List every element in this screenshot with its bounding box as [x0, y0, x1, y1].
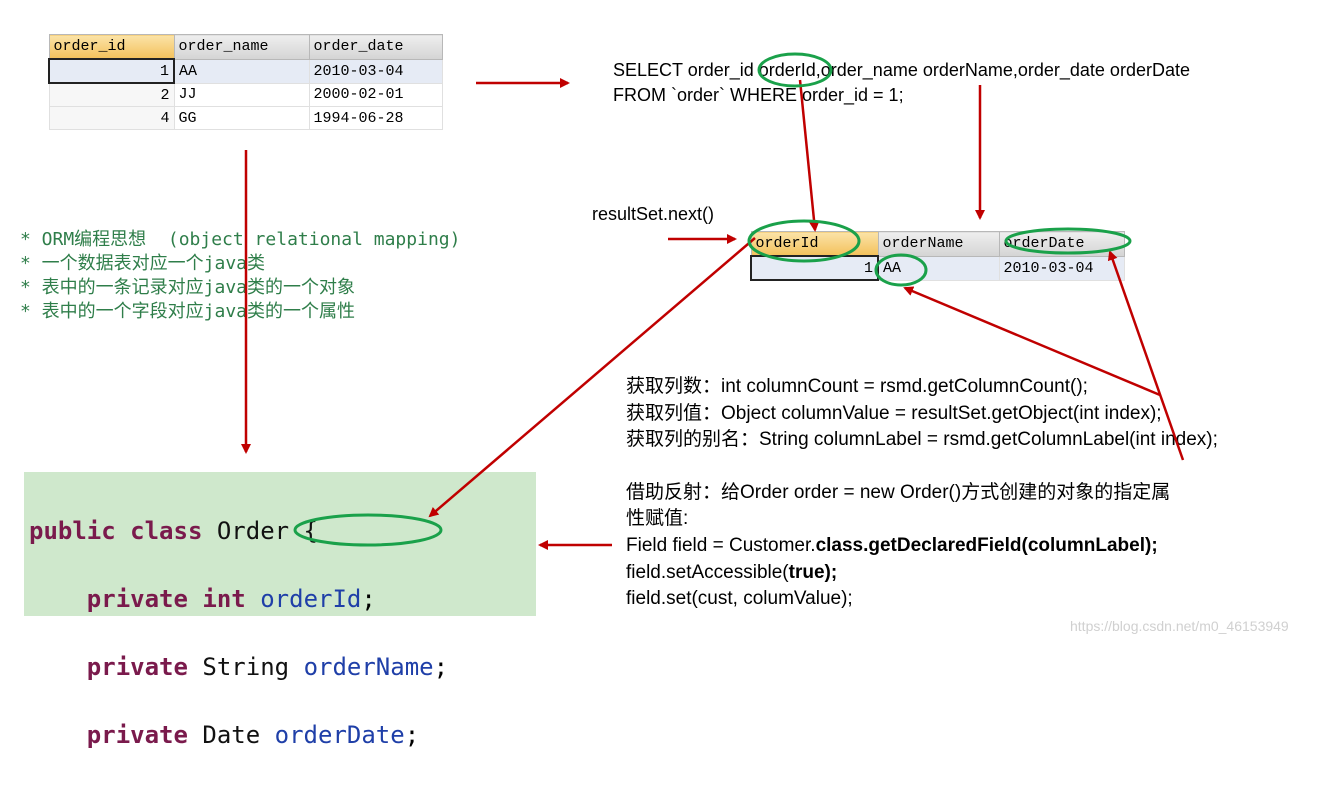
annotation-overlay	[241, 52, 1185, 550]
column-header[interactable]: orderName	[877, 231, 1000, 257]
note-line: * ORM编程思想 (object relational mapping)	[20, 229, 461, 250]
code-semicolon: ;	[433, 653, 449, 681]
desc-line: 性赋值:	[626, 508, 689, 530]
table-row[interactable]: 1 AA 2010-03-04	[48, 58, 443, 84]
arrow-get-label	[1107, 250, 1185, 461]
code-semicolon: ;	[361, 585, 376, 613]
arrow-get-value	[903, 286, 1161, 397]
desc-text-bold: class.getDeclaredField(columnLabel);	[815, 534, 1158, 556]
code-keyword: private	[86, 653, 188, 681]
highlight-value-aa	[874, 253, 928, 287]
sql-query: SELECT order_id orderId,order_name order…	[613, 58, 1190, 108]
desc-text-bold: true);	[788, 561, 838, 583]
table-row[interactable]: 4 GG 1994-06-28	[48, 106, 443, 130]
desc-line: field.setAccessible(true);	[626, 560, 1218, 587]
code-field: orderName	[303, 653, 434, 681]
sql-line: FROM `order` WHERE order_id = 1;	[613, 85, 904, 105]
arrow-alias-orderid	[798, 79, 820, 232]
table-cell[interactable]: GG	[173, 106, 310, 130]
table-cell[interactable]: AA	[173, 58, 310, 84]
code-keyword: private	[86, 721, 188, 749]
code-line: private int orderId;	[29, 582, 531, 616]
watermark: https://blog.csdn.net/m0_46153949	[1070, 618, 1289, 634]
desc-text: field.setAccessible(	[626, 561, 789, 583]
table-cell[interactable]: 2	[48, 82, 175, 107]
highlight-orderid-field	[293, 513, 443, 547]
code-semicolon: ;	[404, 721, 420, 749]
code-type: String	[202, 653, 290, 681]
table-cell[interactable]: 1	[48, 58, 175, 84]
code-line: private Date orderDate;	[29, 718, 531, 752]
result-set-label: resultSet.next()	[592, 204, 715, 224]
code-keyword: public	[29, 517, 116, 545]
desc-line: 获取列数：int columnCount = rsmd.getColumnCou…	[626, 376, 1088, 397]
table-row[interactable]: 2 JJ 2000-02-01	[48, 82, 443, 107]
code-field: orderDate	[274, 721, 405, 749]
desc-line: 借助反射：给Order order = new Order()方式创建的对象的指…	[626, 481, 1171, 503]
desc-line: 获取列的别名：String columnLabel = rsmd.getColu…	[626, 429, 1218, 451]
table-cell[interactable]: 4	[48, 106, 175, 130]
highlight-orderid-header	[747, 219, 861, 263]
table-cell[interactable]: 1994-06-28	[308, 106, 443, 130]
note-line: * 表中的一条记录对应java类的一个对象	[20, 277, 356, 298]
table-cell[interactable]: 2000-02-01	[308, 82, 443, 107]
code-line: public class Order {	[29, 514, 531, 548]
code-type: int	[202, 585, 246, 613]
table-row[interactable]: 1 AA 2010-03-04	[750, 255, 1125, 281]
orm-notes: * ORM编程思想 (object relational mapping) * …	[20, 228, 460, 324]
table-cell[interactable]: 2010-03-04	[308, 58, 443, 84]
note-line: * 表中的一个字段对应java类的一个属性	[20, 301, 356, 322]
desc-line: field.set(cust, columValue);	[626, 588, 853, 610]
desc-line: Field field = Customer.class.getDeclared…	[626, 533, 1218, 560]
highlight-orderdate-header	[1004, 227, 1132, 255]
arrow-column-to-field	[428, 237, 756, 518]
column-header[interactable]: order_id	[48, 34, 175, 60]
desc-text: Field field = Customer.	[626, 534, 816, 556]
sql-line: SELECT order_id orderId,order_name order…	[613, 60, 1190, 80]
code-keyword: class	[130, 517, 203, 545]
code-line: private String orderName;	[29, 650, 531, 684]
note-line: * 一个数据表对应一个java类	[20, 253, 266, 274]
code-field: orderId	[260, 585, 362, 613]
desc-line: 获取列值：Object columnValue = resultSet.getO…	[626, 402, 1162, 424]
table-cell[interactable]: 2010-03-04	[998, 255, 1125, 281]
description-text: 获取列数：int columnCount = rsmd.getColumnCou…	[626, 374, 1218, 613]
code-keyword: private	[86, 585, 188, 613]
column-header[interactable]: orderId	[750, 231, 879, 257]
code-type: Date	[202, 721, 261, 749]
order-table: order_id order_name order_date 1 AA 2010…	[48, 34, 443, 130]
highlight-orderid-alias	[757, 52, 833, 88]
